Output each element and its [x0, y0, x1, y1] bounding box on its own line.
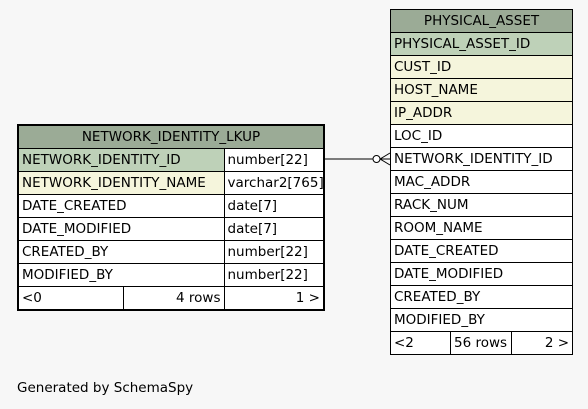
asset-parents-count[interactable]: <2 [390, 331, 451, 355]
lkup-children-count[interactable]: 1 > [223, 286, 325, 311]
lkup-parents-count[interactable]: <0 [19, 287, 124, 309]
crows-foot-upper [379, 152, 391, 160]
generated-by-label: Generated by SchemaSpy [17, 380, 194, 396]
asset-title[interactable]: PHYSICAL_ASSET [389, 9, 574, 33]
lkup-col-type: number[22] [223, 263, 325, 287]
lkup-footer-left-cell: <0 4 rows [17, 286, 225, 311]
asset-col-name: ROOM_NAME [389, 216, 574, 240]
asset-col-name: IP_ADDR [389, 101, 574, 125]
asset-col-name: CREATED_BY [389, 285, 574, 309]
crows-foot-lower [379, 158, 391, 166]
lkup-col-name: DATE_CREATED [17, 194, 225, 218]
lkup-col-name: NETWORK_IDENTITY_NAME [17, 171, 225, 195]
physical-asset-table[interactable]: PHYSICAL_ASSET PHYSICAL_ASSET_ID CUST_ID… [389, 9, 574, 355]
network-identity-lkup-table[interactable]: NETWORK_IDENTITY_LKUP NETWORK_IDENTITY_I… [17, 124, 325, 311]
lkup-col-type: date[7] [223, 217, 325, 241]
lkup-col-type: date[7] [223, 194, 325, 218]
asset-children-count[interactable]: 2 > [510, 331, 574, 355]
lkup-col-name: NETWORK_IDENTITY_ID [17, 148, 225, 172]
asset-col-name: MODIFIED_BY [389, 308, 574, 332]
asset-col-name: DATE_MODIFIED [389, 262, 574, 286]
optional-circle-icon [372, 155, 381, 163]
asset-col-name: LOC_ID [389, 124, 574, 148]
lkup-col-name: MODIFIED_BY [17, 263, 225, 287]
asset-col-name: HOST_NAME [389, 78, 574, 102]
lkup-col-type: varchar2[765] [223, 171, 325, 195]
asset-col-name: CUST_ID [389, 55, 574, 79]
asset-row-count: 56 rows [450, 331, 512, 355]
lkup-col-type: number[22] [223, 148, 325, 172]
lkup-title[interactable]: NETWORK_IDENTITY_LKUP [17, 124, 325, 149]
asset-col-name: PHYSICAL_ASSET_ID [389, 32, 574, 56]
lkup-row-count: 4 rows [176, 290, 221, 306]
